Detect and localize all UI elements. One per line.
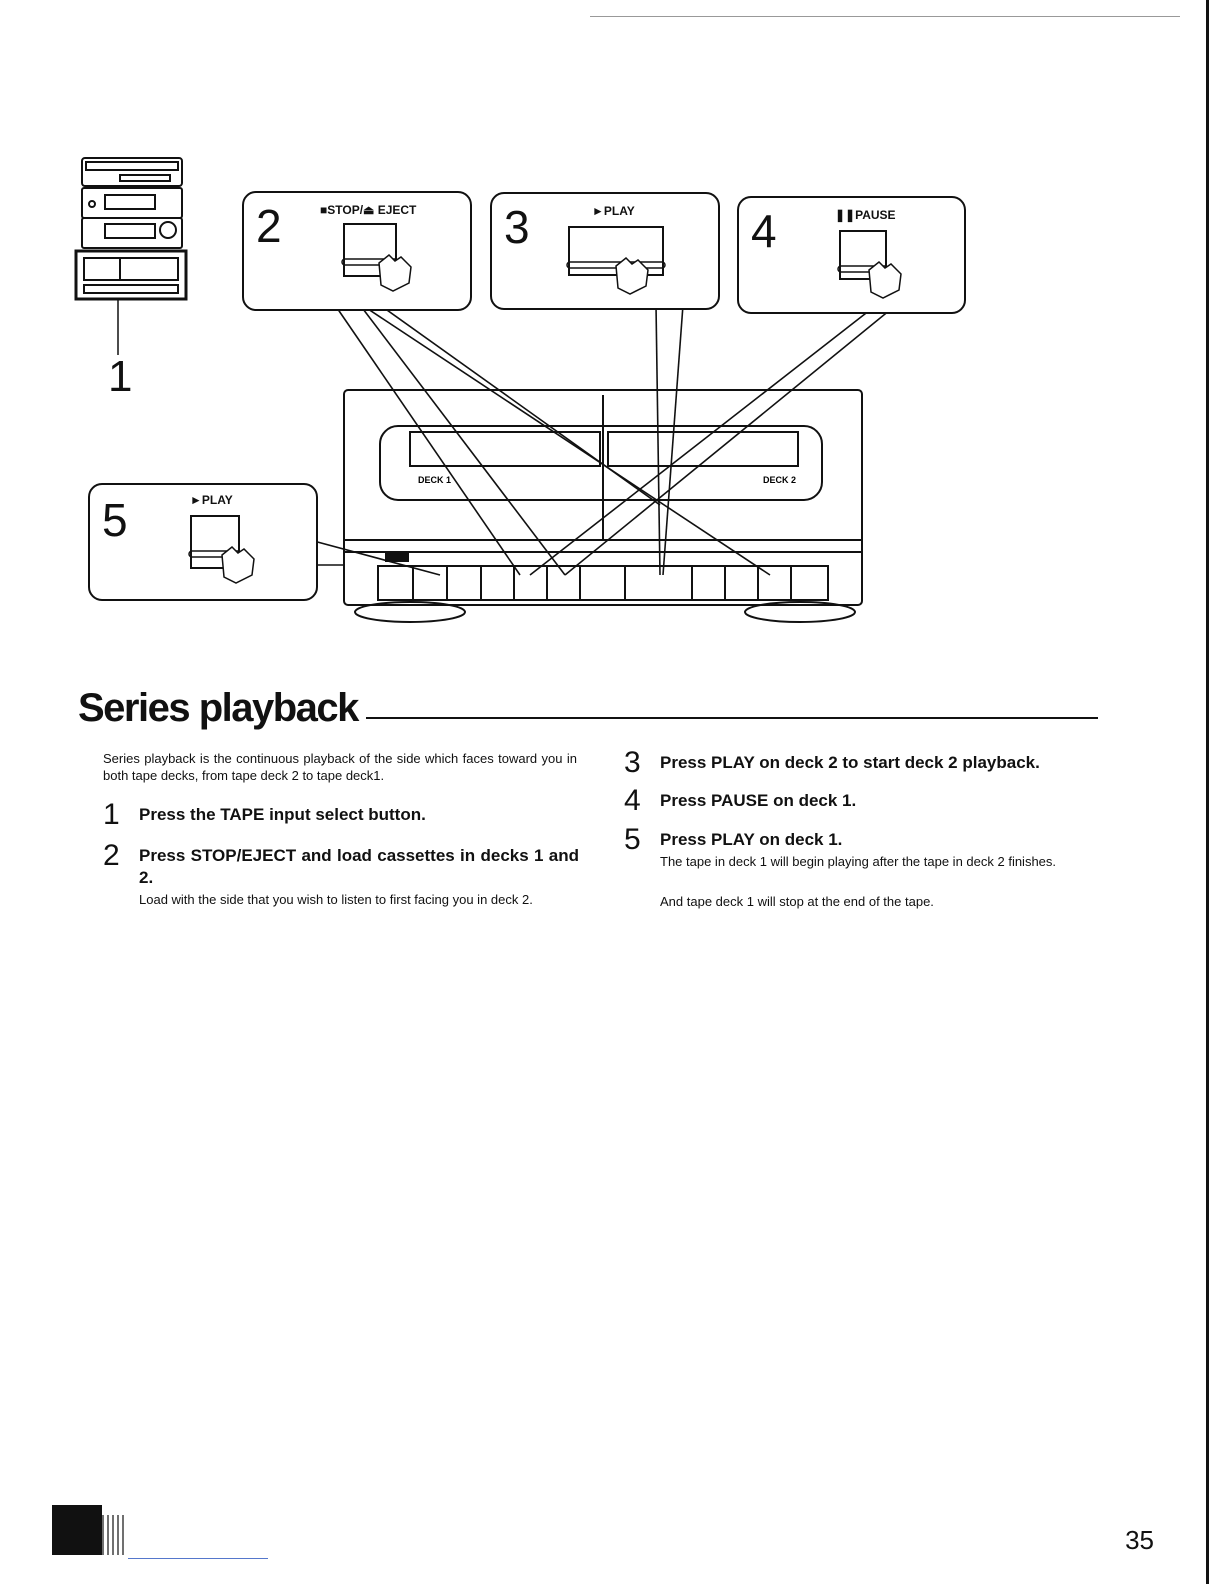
illustration: DECK 1 DECK 2 1 2 ■STOP/⏏ EJECT 3 ►PL	[0, 0, 1224, 660]
callout-pause-deck1: 4 ❚❚PAUSE	[737, 196, 966, 314]
scan-mark	[52, 1505, 102, 1555]
step-heading: Press PLAY on deck 2 to start deck 2 pla…	[660, 753, 1040, 772]
stereo-system-drawing: DECK 1 DECK 2	[74, 157, 891, 623]
play-label: ►PLAY	[592, 204, 635, 218]
step-heading: Press PAUSE on deck 1.	[660, 791, 857, 810]
step-heading: Press the TAPE input select button.	[139, 805, 426, 824]
footer-rule	[128, 1558, 268, 1559]
right-page-border	[1206, 0, 1209, 1584]
step-5: 5 Press PLAY on deck 1. The tape in deck…	[624, 825, 1104, 919]
step-2: 2 Press STOP/EJECT and load cassettes in…	[103, 841, 579, 935]
hand-press-icon	[188, 515, 255, 584]
step-detail: Load with the side that you wish to list…	[139, 892, 533, 907]
stereo-stack-icon	[74, 157, 188, 301]
step-detail: The tape in deck 1 will begin playing af…	[660, 854, 1057, 869]
top-scan-line	[590, 16, 1180, 17]
play-label: ►PLAY	[190, 493, 233, 507]
hand-press-icon	[341, 223, 412, 292]
callout-number: 5	[102, 494, 128, 546]
scan-mark-speckle	[102, 1515, 124, 1555]
callout-play-deck1: 5 ►PLAY	[88, 483, 318, 601]
step-4: 4 Press PAUSE on deck 1.	[624, 786, 1104, 820]
page-number: 35	[1125, 1525, 1154, 1555]
callout-number: 4	[751, 205, 777, 257]
intro-paragraph: Series playback is the continuous playba…	[103, 751, 577, 783]
step-heading: Press PLAY on deck 1.	[660, 830, 843, 849]
callout-number: 3	[504, 201, 530, 253]
title-rule	[366, 717, 1098, 719]
hand-press-icon	[566, 226, 666, 295]
step-number: 1	[103, 798, 120, 831]
deck-2-label: DECK 2	[763, 475, 796, 485]
step-number: 5	[624, 823, 641, 856]
callout-1-number: 1	[108, 352, 133, 401]
callout-leaders	[309, 304, 891, 576]
section-title: Series playback	[78, 686, 359, 730]
callout-play-deck2: 3 ►PLAY	[490, 192, 720, 310]
callout-stop-eject: 2 ■STOP/⏏ EJECT	[242, 191, 472, 311]
double-cassette-deck	[343, 389, 863, 623]
step-detail-2: And tape deck 1 will stop at the end of …	[660, 894, 934, 909]
callout-number: 2	[256, 200, 282, 252]
step-heading: Press STOP/EJECT and load cassettes in d…	[139, 846, 579, 887]
step-number: 4	[624, 784, 641, 817]
step-number: 2	[103, 839, 120, 872]
deck-1-label: DECK 1	[418, 475, 451, 485]
stop-eject-label: ■STOP/⏏ EJECT	[320, 203, 417, 217]
hand-press-icon	[837, 230, 902, 299]
step-3: 3 Press PLAY on deck 2 to start deck 2 p…	[624, 748, 1104, 782]
step-number: 3	[624, 746, 641, 779]
step-1: 1 Press the TAPE input select button.	[103, 800, 583, 834]
pause-label: ❚❚PAUSE	[835, 208, 896, 222]
